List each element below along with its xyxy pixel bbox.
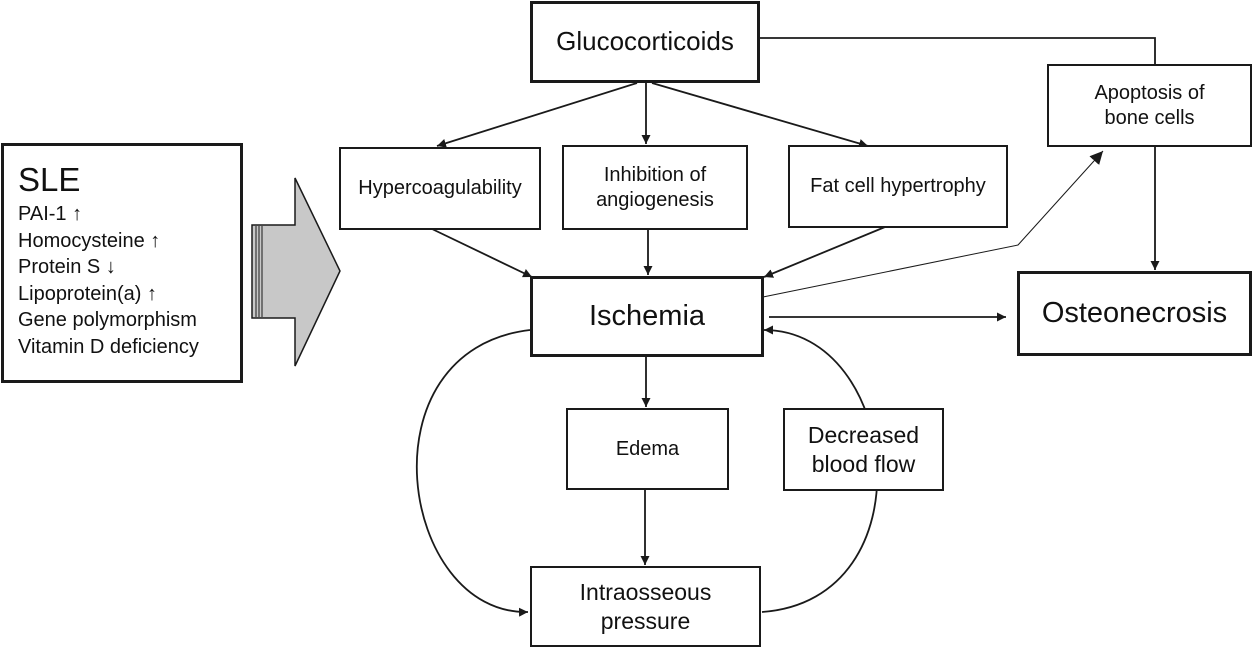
node-decreased-blood-flow-line1: Decreased: [807, 422, 920, 449]
arrow-gluco-hypercoag: [436, 82, 638, 148]
node-apoptosis-line1: Apoptosis of: [1094, 82, 1205, 105]
arrow-fatcell-ischemia: [763, 226, 886, 278]
sle-factor-pai1: PAI-1 ↑: [18, 203, 83, 226]
node-osteonecrosis-label: Osteonecrosis: [1041, 296, 1228, 329]
arrow-ischemia-apoptosis: [762, 150, 1104, 298]
arrow-ischemia-pressure-loop: [415, 329, 531, 617]
sle-factor-lipoprotein-a: Lipoprotein(a) ↑: [18, 282, 157, 305]
sle-factor-vitamin-d: Vitamin D deficiency: [18, 335, 199, 358]
node-fat-cell-hypertrophy-label: Fat cell hypertrophy: [810, 175, 986, 198]
sle-title: SLE: [18, 161, 81, 198]
node-inhibition-angiogenesis-line2: angiogenesis: [596, 188, 714, 211]
node-glucocorticoids: Glucocorticoids: [530, 1, 760, 83]
node-inhibition-angiogenesis-line1: Inhibition of: [603, 164, 707, 187]
node-fat-cell-hypertrophy: Fat cell hypertrophy: [788, 145, 1008, 228]
node-apoptosis-line2: bone cells: [1104, 106, 1195, 129]
node-ischemia-label: Ischemia: [588, 299, 706, 332]
node-decreased-blood-flow-line2: blood flow: [811, 450, 916, 477]
arrow-hypercoag-ischemia: [429, 227, 533, 278]
node-edema: Edema: [566, 408, 729, 490]
node-intraosseous-pressure-line1: Intraosseous: [579, 579, 712, 606]
node-decreased-blood-flow: Decreased blood flow: [783, 408, 944, 491]
node-hypercoagulability: Hypercoagulability: [339, 147, 541, 230]
node-ischemia: Ischemia: [530, 276, 764, 357]
node-osteonecrosis: Osteonecrosis: [1017, 271, 1252, 356]
arrow-gluco-apoptosis: [759, 37, 1156, 64]
node-inhibition-angiogenesis: Inhibition of angiogenesis: [562, 145, 748, 230]
sle-input-arrow: [251, 177, 341, 367]
sle-factor-protein-s: Protein S ↓: [18, 256, 116, 279]
node-intraosseous-pressure: Intraosseous pressure: [530, 566, 761, 647]
node-hypercoagulability-label: Hypercoagulability: [358, 177, 522, 200]
arrow-gluco-fatcell: [651, 82, 869, 148]
sle-risk-factors-box: SLE PAI-1 ↑ Homocysteine ↑ Protein S ↓ L…: [1, 143, 243, 383]
node-intraosseous-pressure-line2: pressure: [600, 607, 691, 634]
node-edema-label: Edema: [615, 437, 680, 460]
sle-factor-gene-polymorphism: Gene polymorphism: [18, 309, 197, 332]
sle-factor-homocysteine: Homocysteine ↑: [18, 229, 161, 252]
node-apoptosis-bone-cells: Apoptosis of bone cells: [1047, 64, 1252, 147]
node-glucocorticoids-label: Glucocorticoids: [556, 26, 734, 57]
